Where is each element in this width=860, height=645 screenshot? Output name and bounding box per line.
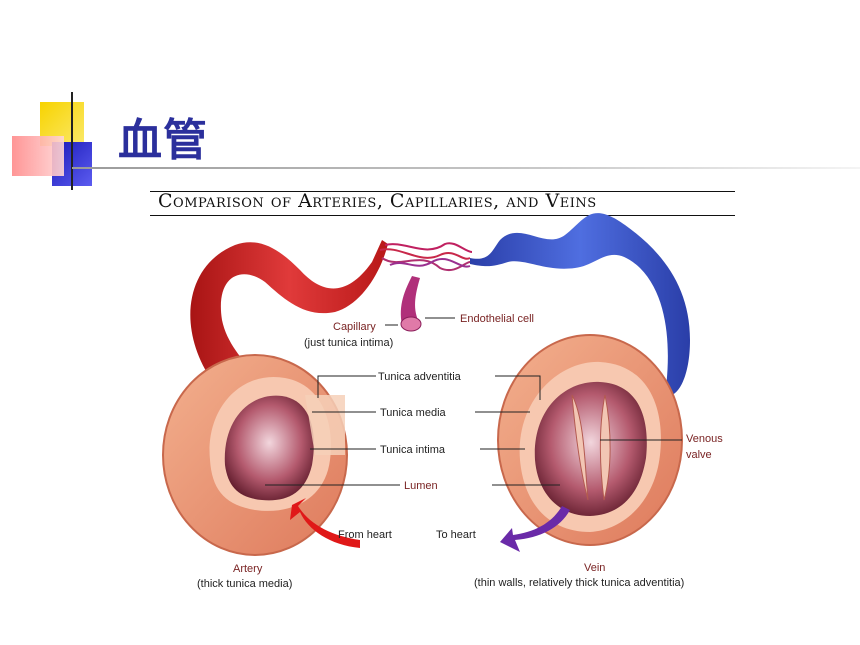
figure-title-rule-bottom: [150, 215, 735, 216]
deco-red-square: [12, 136, 64, 176]
label-venous-valve-line1: Venous: [686, 433, 723, 445]
vein-vessel: [470, 213, 690, 396]
capillary-tube: [400, 276, 420, 325]
from-heart-arrow: [290, 498, 360, 548]
slide-title: 血管: [118, 115, 208, 166]
figure-title: Comparison of Arteries, Capillaries, and…: [158, 190, 597, 212]
figure-title-rule-top: [150, 191, 735, 192]
to-heart-arrow: [500, 506, 570, 552]
label-artery: Artery: [233, 563, 263, 575]
leader-lines: [265, 317, 682, 486]
label-tunica-media: Tunica media: [380, 407, 447, 419]
label-lumen: Lumen: [404, 480, 438, 492]
label-endothelial-cell: Endothelial cell: [460, 313, 534, 325]
label-capillary: Capillary: [333, 321, 376, 333]
label-tunica-intima: Tunica intima: [380, 444, 446, 456]
label-to-heart: To heart: [436, 529, 476, 541]
label-venous-valve-line2: valve: [686, 449, 712, 461]
label-from-heart: From heart: [338, 529, 392, 541]
capillary-opening: [400, 316, 422, 332]
title-divider: [72, 167, 860, 169]
deco-vertical-line: [71, 92, 73, 190]
label-vein: Vein: [584, 562, 605, 574]
label-artery-note: (thick tunica media): [197, 578, 292, 590]
label-capillary-note: (just tunica intima): [304, 337, 393, 349]
capillary-network: [379, 242, 473, 272]
artery-cross-section: [162, 354, 348, 556]
label-vein-note: (thin walls, relatively thick tunica adv…: [474, 577, 684, 589]
label-tunica-adventitia: Tunica adventitia: [378, 371, 462, 383]
